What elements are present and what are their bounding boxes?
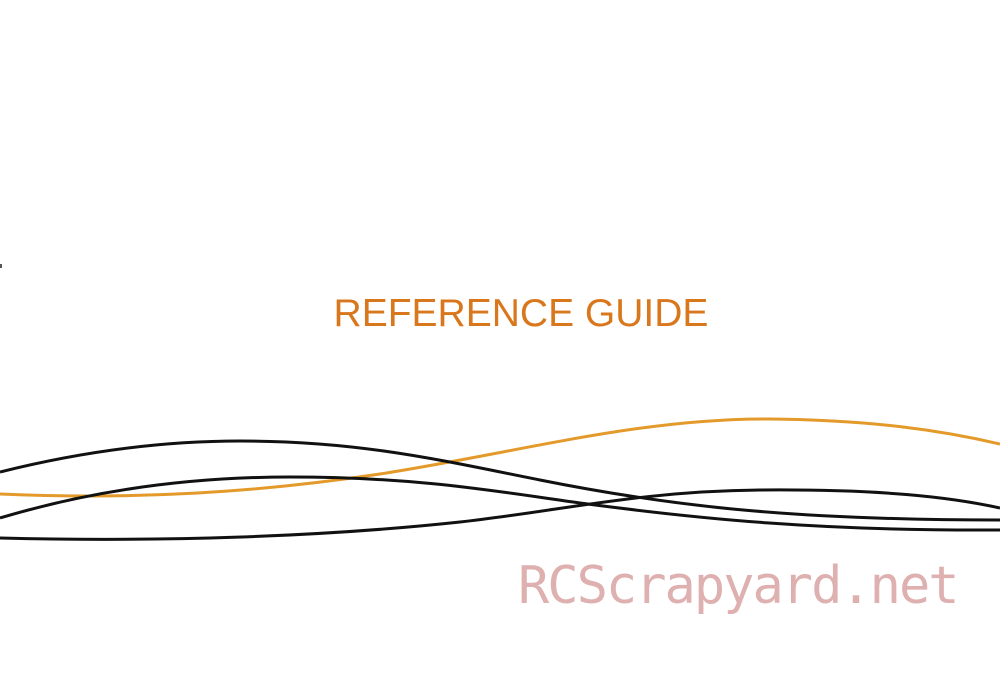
edge-mark <box>0 264 2 268</box>
page-title: REFERENCE GUIDE <box>333 292 709 335</box>
watermark: RCScrapyard.net <box>518 556 960 616</box>
orange-wave <box>0 417 1000 498</box>
black-wave-1 <box>0 439 1000 522</box>
black-wave-3 <box>0 488 1000 541</box>
black-wave-2 <box>0 475 1000 532</box>
